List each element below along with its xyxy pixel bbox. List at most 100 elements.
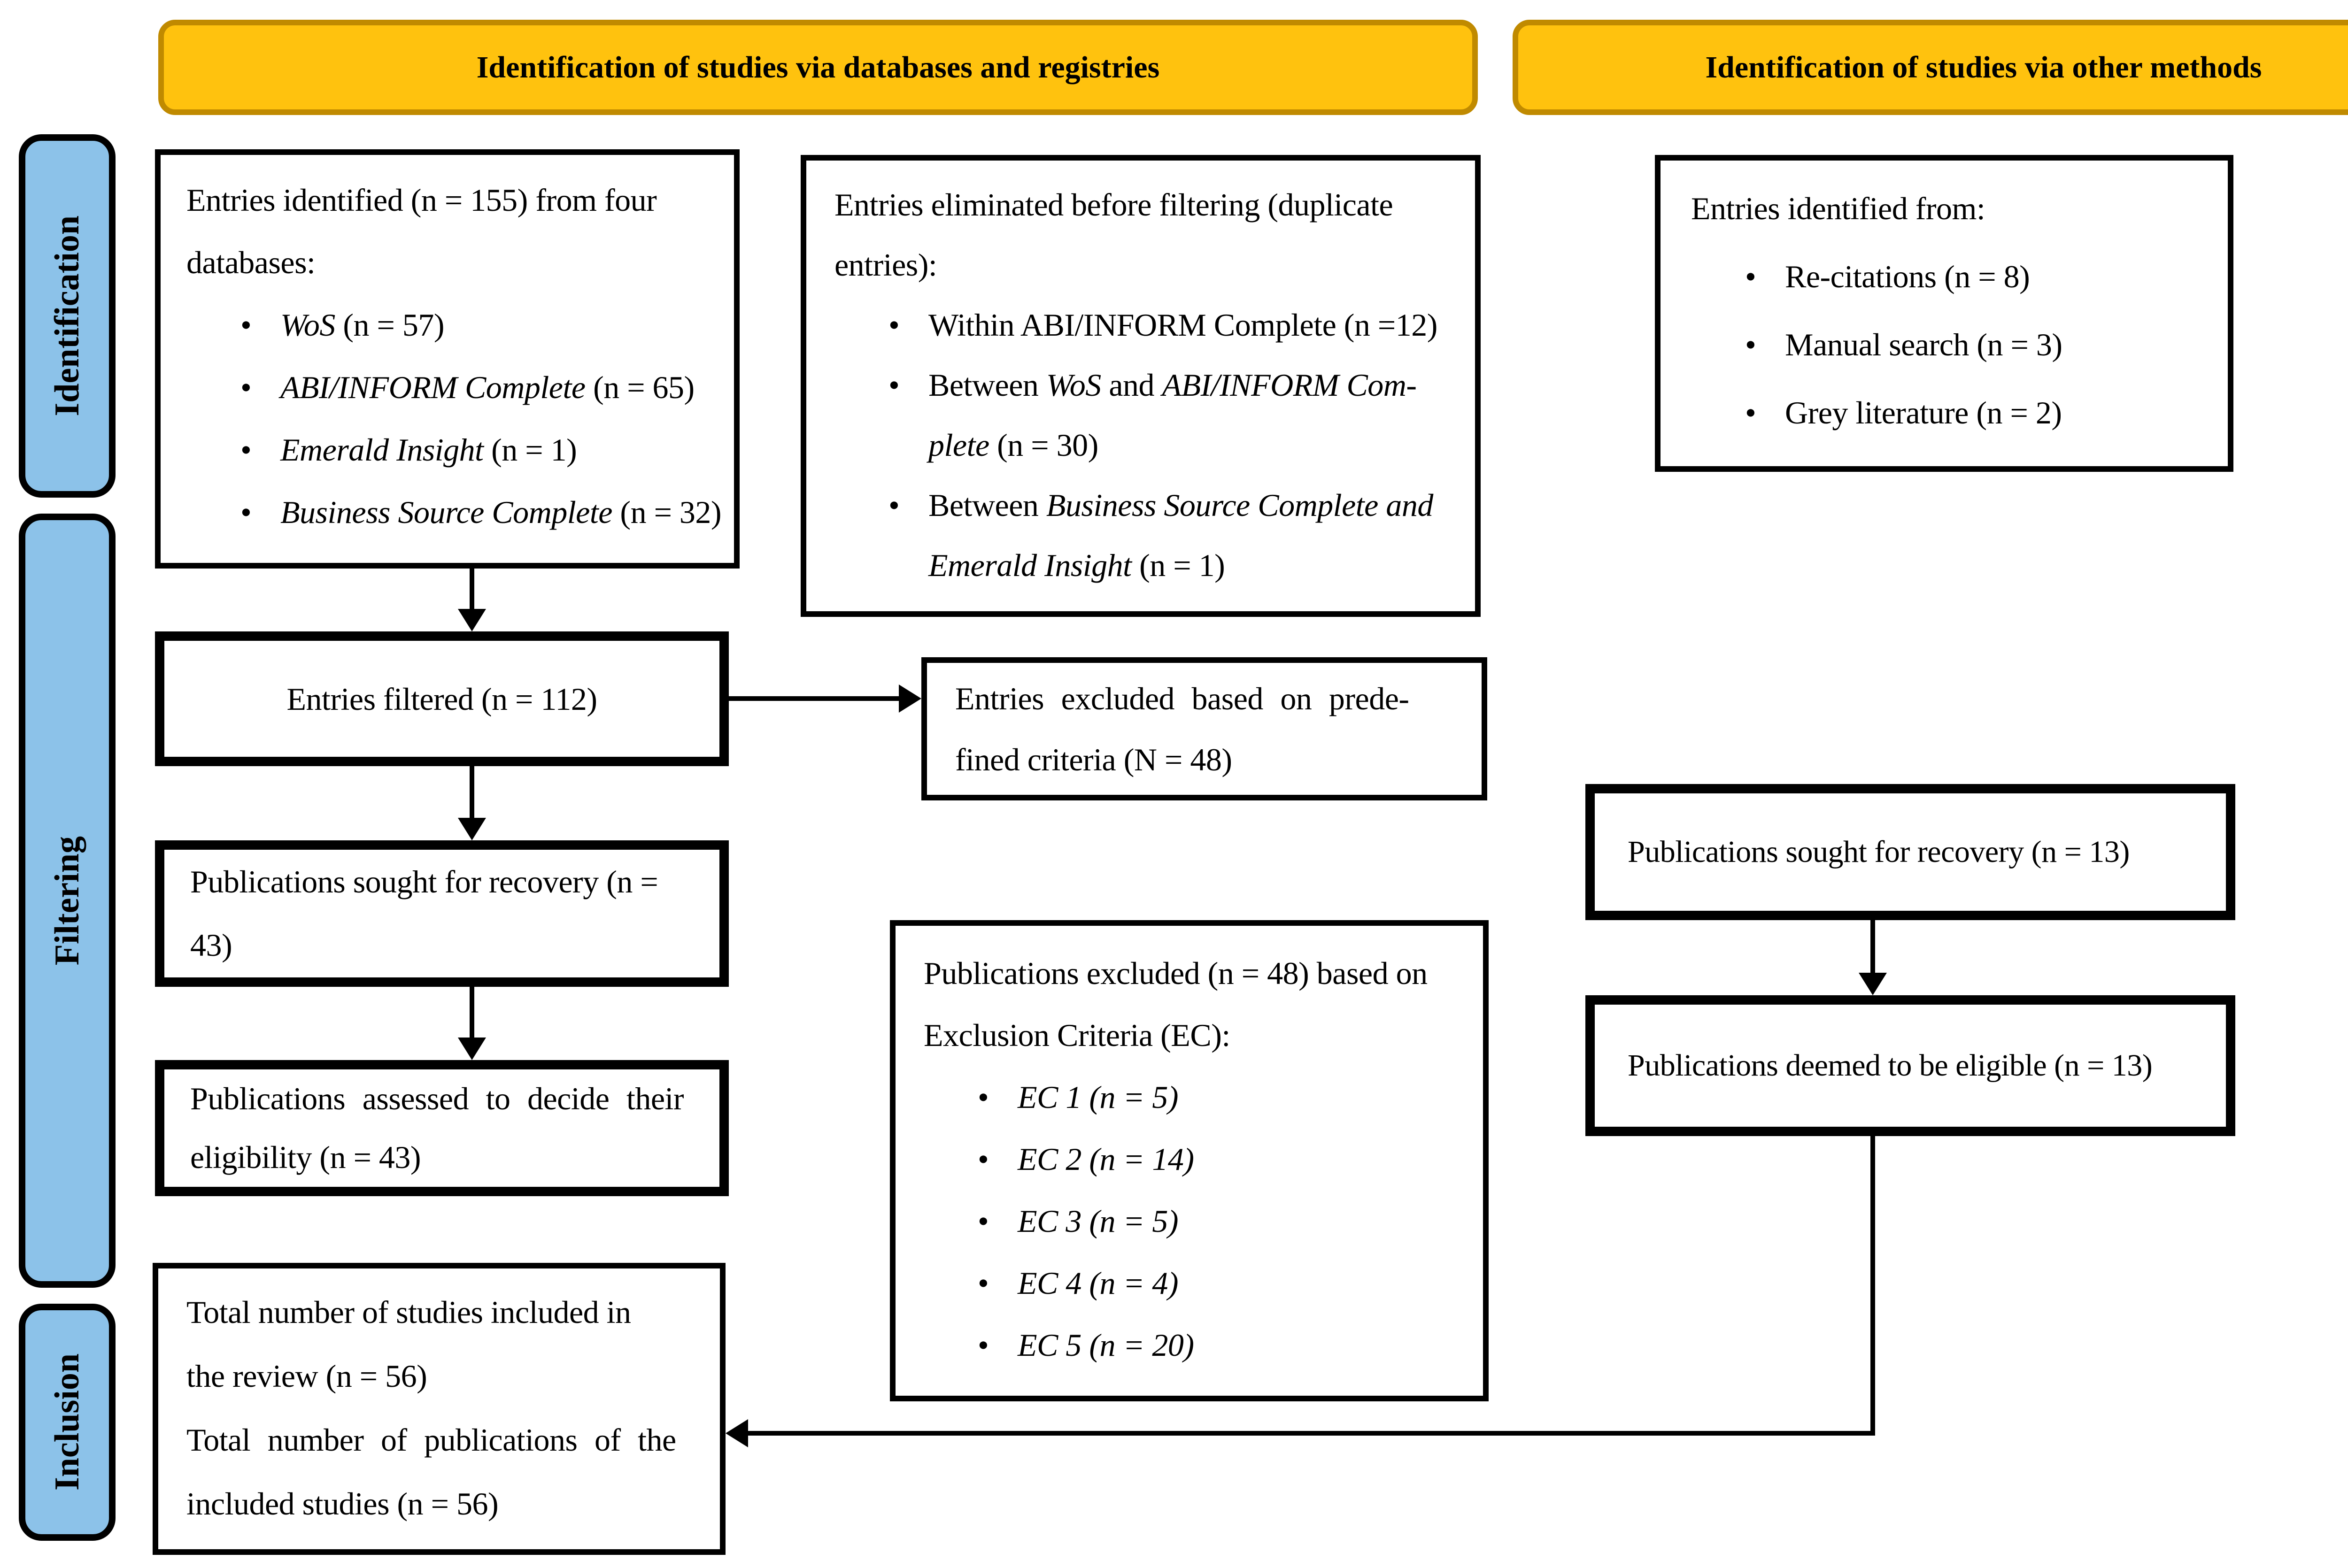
text-line: Publications deemed to be eligible (n = … (1628, 1038, 2193, 1094)
text-segment: Business Source Complete (280, 494, 612, 530)
box-entries-eliminated-duplicates: Entries eliminated before filtering (dup… (801, 155, 1481, 617)
text-segment: (n = 1) (1131, 547, 1225, 583)
text-line: Exclusion Criteria (EC): (924, 1004, 1455, 1066)
stage-filtering-text: Filtering (47, 836, 86, 966)
text-line: •Between WoS and ABI/INFORM Com- (834, 355, 1447, 415)
banner-databases-registries: Identification of studies via databases … (158, 20, 1478, 115)
text-segment: ABI/INFORM Complete (280, 369, 586, 405)
text-segment: Total number of studies included in (186, 1294, 631, 1330)
bullet-icon: • (978, 1265, 989, 1301)
text-segment: EC 4 (n = 4) (1018, 1265, 1179, 1301)
text-segment: EC 3 (n = 5) (1018, 1203, 1179, 1239)
text-line: included studies (n = 56) (186, 1472, 692, 1536)
stage-label-filtering: Filtering (19, 514, 116, 1288)
bullet-icon: • (1745, 259, 1756, 294)
text-line: Publications assessed to decide their (190, 1069, 694, 1128)
text-line: Emerald Insight (n = 1) (834, 535, 1447, 595)
bullet-icon: • (240, 432, 252, 468)
text-segment: (n = 65) (585, 369, 695, 405)
text-segment: Between (928, 367, 1046, 403)
text-segment: Publications sought for recovery (n = 13… (1628, 835, 2130, 869)
box-publications-deemed-eligible: Publications deemed to be eligible (n = … (1585, 995, 2235, 1136)
text-segment: WoS (280, 307, 335, 343)
text-line: databases: (186, 231, 708, 294)
text-line: •Emerald Insight (n = 1) (186, 419, 708, 481)
stage-identification-text: Identification (47, 215, 86, 416)
text-segment: Re-citations (n = 8) (1785, 259, 2030, 294)
box-entries-identified-databases: Entries identified (n = 155) from four da… (155, 149, 740, 569)
bullet-icon: • (240, 494, 252, 530)
text-line: • EC 3 (n = 5) (924, 1190, 1455, 1252)
text-line: Entries excluded based on prede- (955, 668, 1453, 729)
bullet-icon: • (888, 487, 900, 523)
text-line: • EC 4 (n = 4) (924, 1252, 1455, 1314)
text-segment: Exclusion Criteria (EC): (924, 1017, 1230, 1053)
text-segment: fined criteria (N = 48) (955, 741, 1232, 777)
text-segment: Entries eliminated before filtering (dup… (834, 187, 1393, 223)
text-line: fined criteria (N = 48) (955, 729, 1453, 790)
text-line: Publications sought for recovery (n = 13… (1628, 824, 2193, 880)
text-line: •Manual search (n = 3) (1691, 311, 2197, 379)
box-entries-excluded-predefined: Entries excluded based on prede-fined cr… (921, 657, 1487, 800)
text-line: Entries filtered (n = 112) (286, 669, 597, 730)
text-segment: Total number of publications of the (186, 1422, 676, 1458)
bullet-icon: • (888, 367, 900, 403)
text-segment: EC 1 (n = 5) (1018, 1079, 1179, 1115)
text-segment: EC 5 (n = 20) (1018, 1327, 1194, 1363)
text-line: • EC 2 (n = 14) (924, 1128, 1455, 1190)
text-segment: the review (n = 56) (186, 1358, 427, 1394)
box-entries-filtered: Entries filtered (n = 112) (155, 631, 729, 766)
text-line: • Within ABI/INFORM Complete (n =12) (834, 295, 1447, 355)
bullet-icon: • (978, 1327, 989, 1363)
text-segment: EC 2 (n = 14) (1018, 1141, 1194, 1177)
text-segment: Publications sought for recovery (n = (190, 864, 658, 899)
text-line: plete (n = 30) (834, 415, 1447, 475)
box-entries-identified-other: Entries identified from: • Re-citations (n… (1655, 155, 2233, 472)
text-line: Entries identified from: (1691, 175, 2197, 243)
text-line: • EC 5 (n = 20) (924, 1314, 1455, 1376)
text-segment: Within ABI/INFORM Complete (n =12) (928, 307, 1437, 343)
text-segment: databases: (186, 245, 316, 280)
text-line: • Business Source Complete (n = 32) (186, 481, 722, 544)
text-segment: Entries identified from: (1691, 191, 1985, 226)
text-line: • Re-citations (n = 8) (1691, 243, 2197, 311)
text-line: Entries eliminated before filtering (dup… (834, 175, 1447, 235)
text-line: • EC 1 (n = 5) (924, 1066, 1455, 1128)
text-line: Entries identified (n = 155) from four (186, 169, 708, 231)
text-segment: Emerald Insight (280, 432, 484, 468)
text-line: eligibility (n = 43) (190, 1128, 694, 1187)
bullet-icon: • (978, 1203, 989, 1239)
text-segment: Between (928, 487, 1046, 523)
text-segment: (n = 57) (335, 307, 445, 343)
text-segment: Manual search (n = 3) (1785, 327, 2062, 362)
text-line: 43) (190, 914, 694, 977)
stage-inclusion-text: Inclusion (47, 1353, 86, 1491)
stage-label-identification: Identification (19, 134, 116, 498)
text-segment: Entries identified (n = 155) from four (186, 182, 657, 218)
text-segment: (n = 32) (612, 494, 722, 530)
bullet-icon: • (888, 307, 900, 343)
text-segment: (n = 30) (989, 427, 1098, 463)
text-segment: Publications excluded (n = 48) based on (924, 955, 1428, 991)
text-line: entries): (834, 235, 1447, 295)
bullet-icon: • (1745, 395, 1756, 430)
text-line: Total number of studies included in (186, 1280, 692, 1344)
bullet-icon: • (978, 1141, 989, 1177)
text-line: •WoS (n = 57) (186, 294, 708, 356)
box-publications-sought-other: Publications sought for recovery (n = 13… (1585, 784, 2235, 920)
text-segment: Entries excluded based on prede- (955, 680, 1409, 716)
text-line: the review (n = 56) (186, 1344, 692, 1408)
box-publications-excluded-ec: Publications excluded (n = 48) based on E… (890, 920, 1489, 1401)
banner-other-methods: Identification of studies via other meth… (1513, 20, 2348, 115)
text-segment: included studies (n = 56) (186, 1486, 499, 1522)
text-segment: WoS (1046, 367, 1101, 403)
text-segment: Entries filtered (n = 112) (286, 681, 597, 717)
banner-databases-label: Identification of studies via databases … (476, 50, 1160, 85)
text-segment: plete (928, 427, 989, 463)
text-segment: entries): (834, 247, 937, 283)
bullet-icon: • (978, 1079, 989, 1115)
text-segment: Grey literature (n = 2) (1785, 395, 2062, 430)
text-segment: and (1101, 367, 1162, 403)
